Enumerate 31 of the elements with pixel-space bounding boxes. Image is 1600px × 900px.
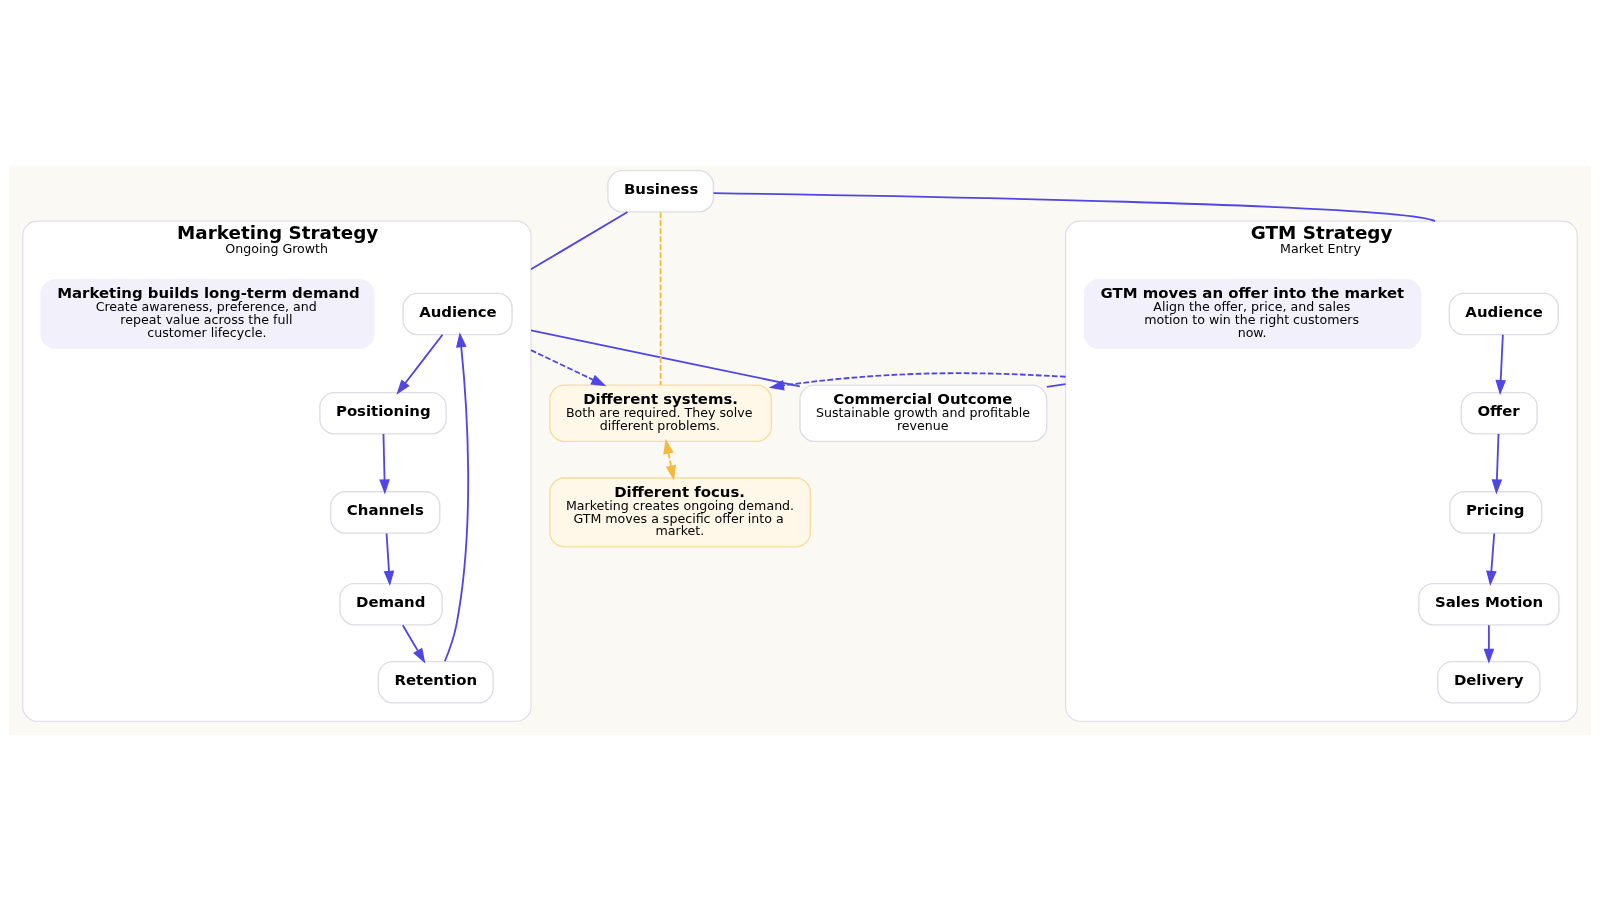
- arrow: [1486, 532, 1497, 586]
- node-box: Commercial Outcome Sustainable growth and profitable revenue: [799, 383, 1048, 442]
- arrow: [663, 438, 677, 481]
- node-box: Retention: [377, 660, 494, 704]
- arrow: [379, 432, 390, 494]
- node-box: Audience: [402, 292, 513, 335]
- node-box: Demand: [339, 582, 443, 626]
- arrow: [1491, 432, 1503, 494]
- arrow: [401, 623, 426, 663]
- node-box: Pricing: [1449, 490, 1543, 534]
- connector: [659, 210, 662, 386]
- arrow: [530, 348, 607, 386]
- node-box: Sales Motion: [1418, 582, 1560, 626]
- node-box: Channels: [330, 490, 441, 534]
- arrow: [768, 371, 1067, 391]
- connector: [530, 329, 801, 387]
- node-box: Positioning: [319, 391, 447, 435]
- node-box: Offer: [1460, 391, 1538, 435]
- connector: [712, 191, 1436, 222]
- arrow: [1483, 623, 1495, 664]
- node-box: Audience: [1448, 292, 1559, 335]
- arrow: [1495, 333, 1507, 395]
- node-box: Business: [607, 169, 715, 213]
- connector: [1045, 382, 1067, 388]
- arrow: [396, 333, 444, 395]
- node-box: Delivery: [1437, 660, 1541, 704]
- arrow: [383, 532, 395, 586]
- connector: [530, 210, 629, 270]
- node-box: Different focus. Marketing creates ongoing demand. GTM moves a specific offer into a market.: [549, 476, 811, 548]
- node-box: Different systems. Both are required. They solve different problems.: [549, 383, 772, 442]
- arrow: [443, 331, 470, 662]
